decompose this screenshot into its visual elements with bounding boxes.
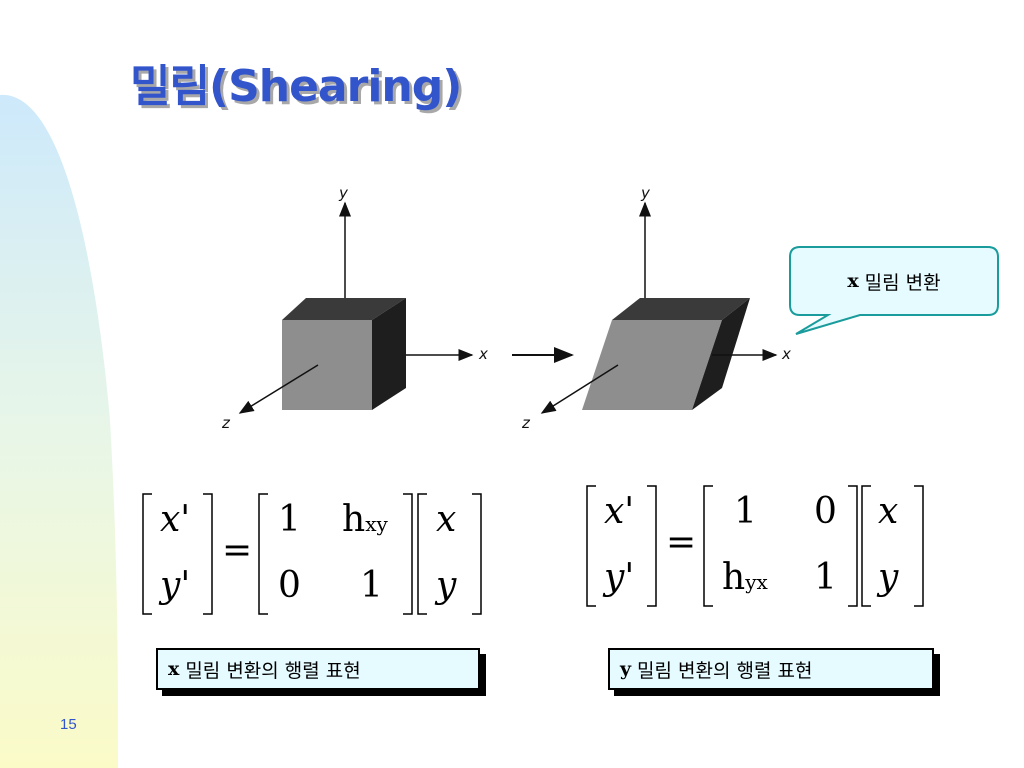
my-r1c2: 0 bbox=[814, 491, 837, 532]
rhs-y-y: y bbox=[878, 557, 899, 598]
equals-sign-x: = bbox=[222, 530, 253, 571]
rhs-x: x bbox=[436, 499, 457, 540]
callout-text: x 밀림 변환 bbox=[790, 248, 998, 314]
lhs-x-prime: x' bbox=[160, 499, 191, 540]
m-r2c1: 0 bbox=[278, 565, 301, 606]
m-r2c2: 1 bbox=[360, 565, 383, 606]
matrix-y-brackets bbox=[586, 485, 924, 607]
my-r2c2: 1 bbox=[814, 557, 837, 598]
y-label-var: y bbox=[620, 658, 632, 680]
z-axis-right bbox=[540, 364, 619, 414]
z-axis-left bbox=[238, 364, 319, 414]
my-r2c1: hyx bbox=[722, 557, 768, 598]
lhs-y-prime: y' bbox=[160, 565, 191, 606]
callout-label: 밀림 변환 bbox=[864, 271, 941, 294]
y-shear-matrix-label: y 밀림 변환의 행렬 표현 bbox=[608, 648, 934, 690]
rhs-x-y: x bbox=[878, 491, 899, 532]
sheared-cube bbox=[582, 298, 750, 410]
slide-title: 밀림(Shearing) bbox=[130, 61, 462, 112]
x-shear-matrix-label: x 밀림 변환의 행렬 표현 bbox=[156, 648, 480, 690]
page-number: 15 bbox=[60, 716, 77, 733]
my-r1c1: 1 bbox=[734, 491, 757, 532]
x-axis-label-right: x bbox=[782, 345, 791, 363]
z-axis-label-left: z bbox=[222, 414, 230, 432]
x-label-text: 밀림 변환의 행렬 표현 bbox=[185, 659, 361, 682]
z-axis-label-right: z bbox=[522, 414, 530, 432]
callout-var: x bbox=[847, 270, 859, 292]
lhs-x-prime-y: x' bbox=[604, 491, 635, 532]
y-label-text: 밀림 변환의 행렬 표현 bbox=[637, 659, 813, 682]
m-r1c1: 1 bbox=[278, 499, 301, 540]
m-r1c2: hxy bbox=[342, 499, 388, 540]
x-axis-label-left: x bbox=[479, 345, 488, 363]
y-axis-label-right: y bbox=[641, 184, 650, 202]
callout-bubble bbox=[789, 246, 999, 335]
y-axis-label-left: y bbox=[339, 184, 348, 202]
equals-sign-y: = bbox=[666, 522, 697, 563]
x-label-var: x bbox=[168, 658, 180, 680]
original-cube bbox=[282, 298, 406, 410]
matrix-x-brackets bbox=[142, 493, 482, 615]
lhs-y-prime-y: y' bbox=[604, 557, 635, 598]
rhs-y: y bbox=[436, 565, 457, 606]
